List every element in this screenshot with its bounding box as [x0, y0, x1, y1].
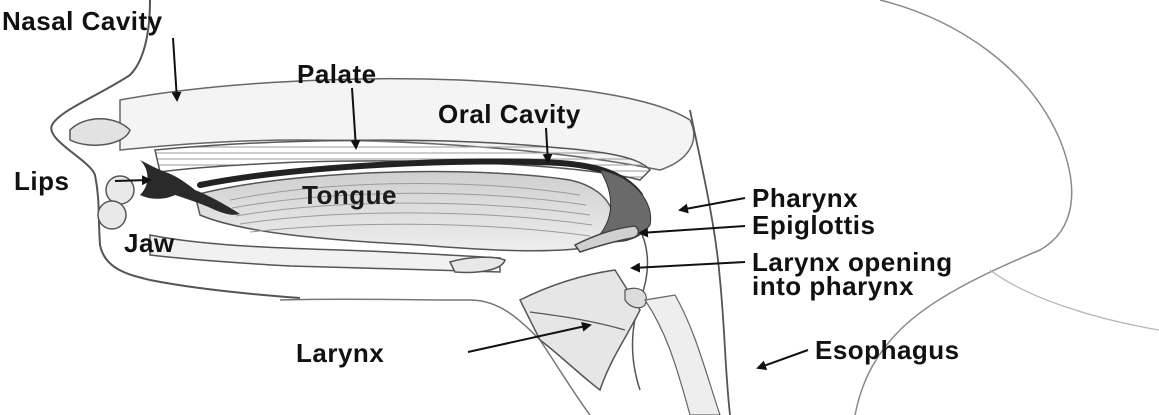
- epiglottis-label: Epiglottis: [752, 212, 875, 238]
- far-right-outline: [990, 270, 1159, 330]
- lips-label: Lips: [14, 168, 69, 194]
- pharynx-arrow: [680, 198, 745, 210]
- epiglottis-arrow: [640, 226, 745, 233]
- larynx-opening-arrow: [632, 262, 745, 268]
- nasal-cavity-label: Nasal Cavity: [2, 8, 163, 34]
- lip-lower-shape: [98, 201, 126, 229]
- lips-arrow: [115, 180, 150, 181]
- palate-label: Palate: [297, 61, 377, 87]
- larynx-opening-label-line2: into pharynx: [752, 273, 914, 299]
- tongue-label: Tongue: [302, 182, 397, 208]
- oral-cavity-label: Oral Cavity: [438, 101, 581, 127]
- pharynx-label: Pharynx: [752, 185, 858, 211]
- esophagus-label: Esophagus: [815, 337, 960, 363]
- esophagus-arrow: [758, 350, 808, 368]
- larynx-shape: [520, 270, 640, 390]
- larynx-label: Larynx: [296, 340, 384, 366]
- esophagus-shape: [645, 295, 720, 415]
- jaw-label: Jaw: [124, 230, 175, 256]
